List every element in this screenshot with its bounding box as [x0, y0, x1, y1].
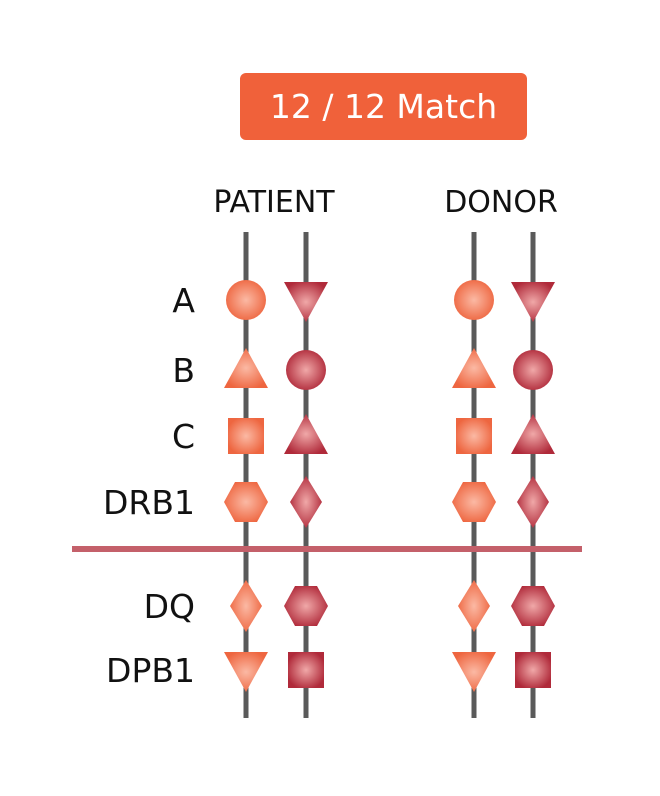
match-badge: 12 / 12 Match: [240, 73, 527, 140]
locus-label-b: B: [172, 351, 195, 390]
locus-label-a: A: [172, 281, 195, 320]
donor-b-allele1-triangle-up-icon: [452, 348, 496, 388]
locus-label-c: C: [172, 417, 195, 456]
donor-chromosome-line-1: [471, 232, 477, 718]
patient-a-allele1-circle-icon: [226, 280, 266, 320]
donor-drb1-allele2-diamond-icon: [517, 476, 549, 528]
patient-b-allele2-circle-icon: [286, 350, 326, 390]
donor-a-allele1-circle-icon: [454, 280, 494, 320]
patient-dpb1-allele2-square-icon: [288, 652, 324, 688]
patient-a-allele2-triangle-down-icon: [284, 282, 328, 322]
patient-dpb1-allele1-triangle-down-icon: [224, 652, 268, 692]
patient-dq-allele1-diamond-icon: [230, 580, 262, 632]
patient-b-allele1-triangle-up-icon: [224, 348, 268, 388]
donor-dq-allele2-hexagon-icon: [511, 586, 555, 626]
patient-dq-allele2-hexagon-icon: [284, 586, 328, 626]
donor-dpb1-allele2-square-icon: [515, 652, 551, 688]
divider: [72, 546, 582, 552]
patient-drb1-allele1-hexagon-icon: [224, 482, 268, 522]
locus-label-drb1: DRB1: [103, 483, 195, 522]
patient-drb1-allele2-diamond-icon: [290, 476, 322, 528]
locus-label-dpb1: DPB1: [106, 651, 195, 690]
locus-label-dq: DQ: [144, 587, 195, 626]
donor-dq-allele1-diamond-icon: [458, 580, 490, 632]
donor-drb1-allele1-hexagon-icon: [452, 482, 496, 522]
patient-chromosome-line-1: [243, 232, 249, 718]
donor-header: DONOR: [444, 185, 558, 220]
patient-header: PATIENT: [213, 185, 335, 220]
patient-c-allele1-square-icon: [228, 418, 264, 454]
donor-a-allele2-triangle-down-icon: [511, 282, 555, 322]
donor-c-allele1-square-icon: [456, 418, 492, 454]
patient-c-allele2-triangle-up-icon: [284, 414, 328, 454]
donor-chromosome-line-2: [530, 232, 536, 718]
patient-chromosome-line-2: [303, 232, 309, 718]
donor-dpb1-allele1-triangle-down-icon: [452, 652, 496, 692]
donor-c-allele2-triangle-up-icon: [511, 414, 555, 454]
donor-b-allele2-circle-icon: [513, 350, 553, 390]
